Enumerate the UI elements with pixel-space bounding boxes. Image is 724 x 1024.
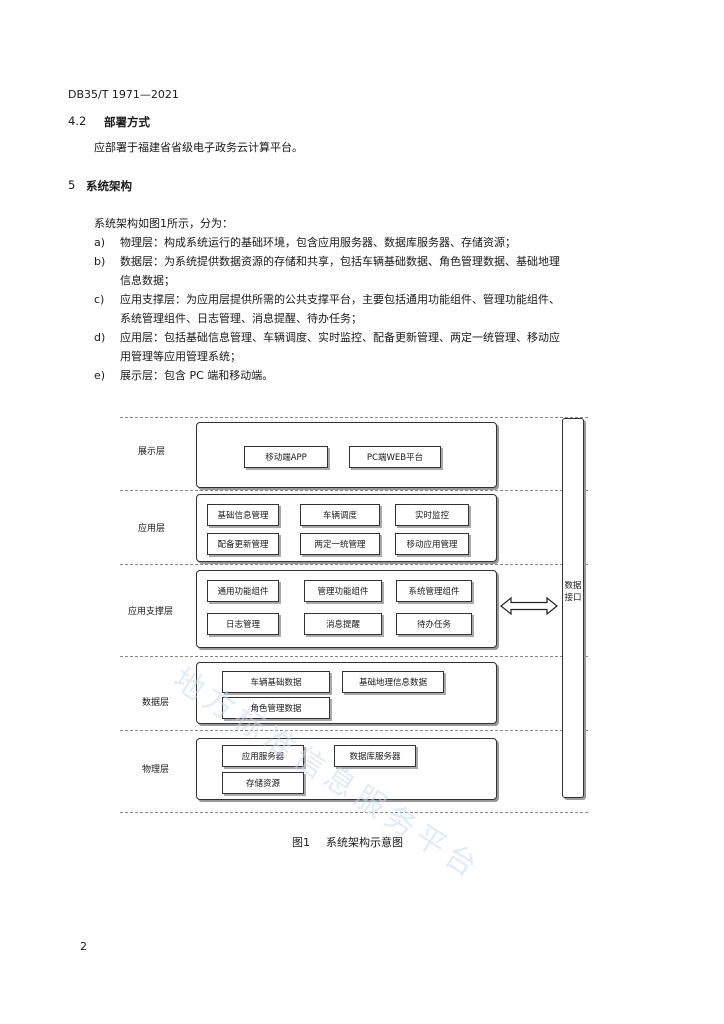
layer-label-application: 应用层 (138, 524, 166, 534)
list-item-marker: d) (94, 331, 106, 344)
figure-title: 系统架构示意图 (326, 836, 403, 849)
physical-item: 存储资源 (222, 772, 304, 794)
list-item-marker: a) (94, 236, 106, 249)
data-interface-bar (562, 418, 584, 798)
application-item: 实时监控 (395, 504, 469, 526)
section-number: 4.2 (68, 114, 87, 128)
section-number: 5 (68, 178, 76, 192)
list-item-marker: c) (94, 293, 105, 306)
data-item: 角色管理数据 (222, 697, 330, 719)
double-arrow-icon (500, 596, 558, 616)
list-item-text: 物理层：构成系统运行的基础环境，包含应用服务器、数据库服务器、存储资源； (120, 236, 516, 249)
figure-number: 图1 (292, 836, 310, 849)
support-item: 待办任务 (396, 613, 472, 635)
application-item: 两定一统管理 (300, 533, 380, 555)
application-item: 基础信息管理 (207, 504, 279, 526)
display-item: 移动端APP (244, 446, 328, 468)
data-item: 车辆基础数据 (222, 671, 330, 693)
page-number: 2 (80, 940, 87, 953)
list-item-text: 展示层：包含 PC 端和移动端。 (120, 369, 274, 382)
section-title: 部署方式 (104, 115, 150, 129)
section-body: 应部署于福建省省级电子政务云计算平台。 (94, 141, 303, 154)
layer-divider (120, 730, 588, 731)
data-item: 基础地理信息数据 (342, 671, 444, 693)
layer-divider (120, 812, 588, 813)
support-item: 系统管理组件 (396, 580, 472, 602)
layer-divider (120, 417, 588, 418)
support-item: 日志管理 (207, 613, 279, 635)
list-item-text-continued: 用管理等应用管理系统； (120, 350, 241, 363)
application-item: 配备更新管理 (207, 533, 279, 555)
section-title: 系统架构 (86, 179, 132, 193)
list-item-text: 应用层：包括基础信息管理、车辆调度、实时监控、配备更新管理、两定一统管理、移动应 (120, 331, 560, 344)
physical-item: 数据库服务器 (334, 745, 416, 767)
physical-item: 应用服务器 (222, 745, 304, 767)
layer-divider (120, 656, 588, 657)
document-code: DB35/T 1971—2021 (68, 88, 179, 101)
list-item-marker: e) (94, 369, 106, 382)
list-item-text: 数据层：为系统提供数据资源的存储和共享，包括车辆基础数据、角色管理数据、基础地理 (120, 255, 560, 268)
layer-label-display: 展示层 (138, 447, 166, 457)
layer-label-data: 数据层 (142, 698, 170, 708)
application-item: 移动应用管理 (395, 533, 469, 555)
support-item: 通用功能组件 (207, 580, 279, 602)
layer-divider (120, 490, 588, 491)
layer-label-physical: 物理层 (142, 765, 170, 775)
layer-divider (120, 564, 588, 565)
support-item: 消息提醒 (304, 613, 382, 635)
list-item-text-continued: 信息数据； (120, 274, 175, 287)
list-item-marker: b) (94, 255, 106, 268)
layer-label-support: 应用支撑层 (128, 607, 174, 617)
section-intro: 系统架构如图1所示，分为： (94, 217, 233, 230)
application-item: 车辆调度 (300, 504, 380, 526)
list-item-text: 应用支撑层：为应用层提供所需的公共支撑平台，主要包括通用功能组件、管理功能组件、 (120, 293, 560, 306)
display-layer-box (196, 422, 497, 488)
data-interface-label: 数据接口 (564, 581, 582, 603)
display-item: PC端WEB平台 (349, 446, 441, 468)
support-item: 管理功能组件 (304, 580, 382, 602)
list-item-text-continued: 系统管理组件、日志管理、消息提醒、待办任务； (120, 312, 362, 325)
